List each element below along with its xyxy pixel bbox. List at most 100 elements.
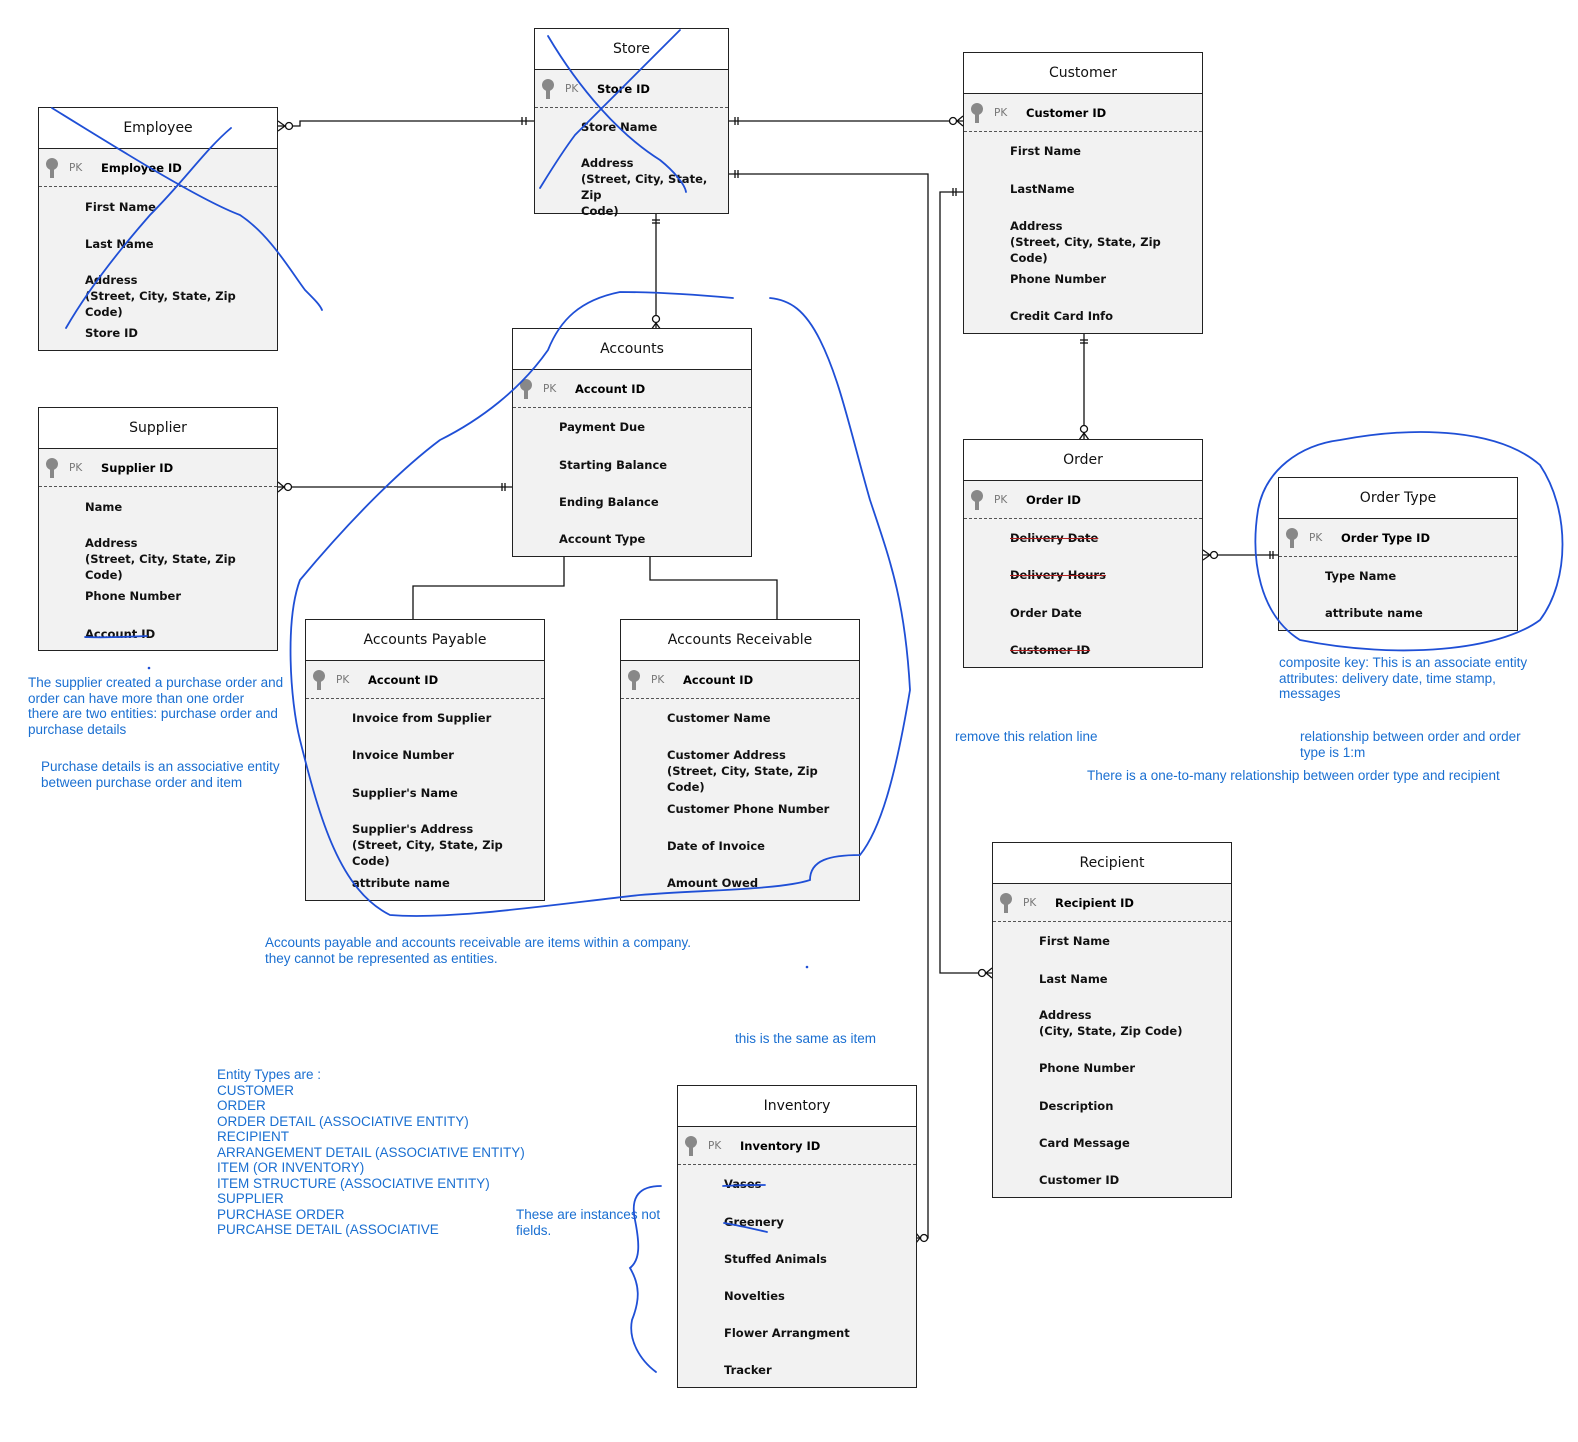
pk-field: Order ID [1026,492,1081,507]
primary-key-row: PK Recipient ID [993,884,1231,922]
attribute: Customer Phone Number [667,802,830,816]
attribute: Starting Balance [559,458,668,472]
primary-key-row: PK Order ID [964,481,1202,519]
attribute: LastName [1010,182,1075,196]
key-icon [627,668,651,692]
key-icon [999,891,1023,915]
attribute: Account ID [85,627,156,641]
attribute-struck: Delivery Hours [1010,568,1106,582]
primary-key-row: PK Supplier ID [39,449,277,487]
entity-supplier: Supplier PK Supplier ID Name Address (St… [38,407,278,651]
remove-line-note: remove this relation line [955,729,1098,744]
attribute: Store Name [581,120,658,134]
entity-store: Store PK Store ID Store Name Address (St… [534,28,729,218]
attribute: Payment Due [559,420,646,434]
entity-order: Order PK Order ID Delivery Date Delivery… [963,439,1203,668]
pk-label: PK [565,82,579,95]
pk-label: PK [1309,531,1323,544]
attribute: Greenery [724,1215,784,1229]
attribute: Invoice from Supplier [352,711,492,725]
primary-key-row: PK Account ID [306,661,544,699]
attribute: Name [85,500,123,514]
primary-key-row: PK Order Type ID [1279,519,1517,557]
attribute-struck: Delivery Date [1010,531,1099,545]
pk-field: Employee ID [101,160,182,175]
attribute: Account Type [559,532,646,546]
key-icon [970,101,994,125]
entity-title: Store [535,29,728,70]
key-icon [970,488,994,512]
pk-field: Inventory ID [740,1138,821,1153]
attribute: First Name [85,200,156,214]
purchase-details-note: Purchase details is an associative entit… [41,759,280,790]
entity-title: Supplier [39,408,277,449]
entity-order-type: Order Type PK Order Type ID Type Name at… [1278,477,1518,631]
order-type-relationship-note: relationship between order and order typ… [1300,729,1521,760]
attribute: Supplier's Address (Street, City, State,… [352,822,503,868]
attribute-struck: Customer ID [1010,643,1091,657]
attribute: Tracker [724,1363,772,1377]
pk-label: PK [651,673,665,686]
entity-employee: Employee PK Employee ID First Name Last … [38,107,278,351]
order-type-recipient-note: There is a one-to-many relationship betw… [1087,768,1500,783]
pk-label: PK [994,493,1008,506]
pk-label: PK [543,382,557,395]
attribute: Phone Number [85,589,182,603]
attribute: attribute name [352,876,450,890]
entity-accounts: Accounts PK Account ID Payment Due Start… [512,328,752,557]
key-icon [312,668,336,692]
pk-label: PK [708,1139,722,1152]
attribute: Address (City, State, Zip Code) [1039,1008,1183,1038]
attribute: Flower Arrangment [724,1326,850,1340]
composite-key-note: composite key: This is an associate enti… [1279,655,1528,701]
attribute: Vases [724,1177,762,1191]
attribute: Store ID [85,326,138,340]
primary-key-row: PK Customer ID [964,94,1202,132]
attribute: Ending Balance [559,495,659,509]
attribute: Customer Address (Street, City, State, Z… [667,748,818,794]
entity-customer: Customer PK Customer ID First Name LastN… [963,52,1203,334]
entity-title: Inventory [678,1086,916,1127]
key-icon [519,377,543,401]
key-icon [1285,526,1309,550]
primary-key-row: PK Account ID [621,661,859,699]
entity-accounts-payable: Accounts Payable PK Account ID Invoice f… [305,619,545,901]
primary-key-row: PK Inventory ID [678,1127,916,1165]
pk-field: Account ID [575,381,646,396]
pk-field: Account ID [683,672,754,687]
entity-title: Employee [39,108,277,149]
entity-accounts-receivable: Accounts Receivable PK Account ID Custom… [620,619,860,901]
entity-title: Order [964,440,1202,481]
attribute: Type Name [1325,569,1397,583]
attribute: First Name [1039,934,1110,948]
pk-field: Order Type ID [1341,530,1430,545]
entity-recipient: Recipient PK Recipient ID First Name Las… [992,842,1232,1198]
instances-note: These are instances not fields. [516,1207,661,1238]
key-icon [684,1134,708,1158]
pk-label: PK [994,106,1008,119]
pk-field: Customer ID [1026,105,1107,120]
attribute: Novelties [724,1289,785,1303]
attribute: Supplier's Name [352,786,458,800]
attribute: Address (Street, City, State, Zip Code) [85,536,236,582]
pk-label: PK [1023,896,1037,909]
attribute: Address (Street, City, State, Zip Code) [1010,219,1161,265]
key-icon [541,77,565,101]
entity-title: Accounts Receivable [621,620,859,661]
key-icon [45,156,69,180]
same-as-item-note: this is the same as item [735,1031,877,1046]
primary-key-row: PK Account ID [513,370,751,408]
attribute: Stuffed Animals [724,1252,827,1266]
attribute: attribute name [1325,606,1423,620]
entity-title: Recipient [993,843,1231,884]
entity-types-note: Entity Types are : CUSTOMER ORDER ORDER … [217,1067,525,1237]
entity-title: Customer [964,53,1202,94]
attribute: Order Date [1010,606,1082,620]
attribute: Last Name [1039,972,1108,986]
attribute: Invoice Number [352,748,454,762]
attribute: Address (Street, City, State, Zip Code) [581,156,708,218]
attribute: Card Message [1039,1136,1130,1150]
primary-key-row: PK Store ID [535,70,728,108]
pk-field: Recipient ID [1055,895,1134,910]
attribute: Description [1039,1099,1114,1113]
